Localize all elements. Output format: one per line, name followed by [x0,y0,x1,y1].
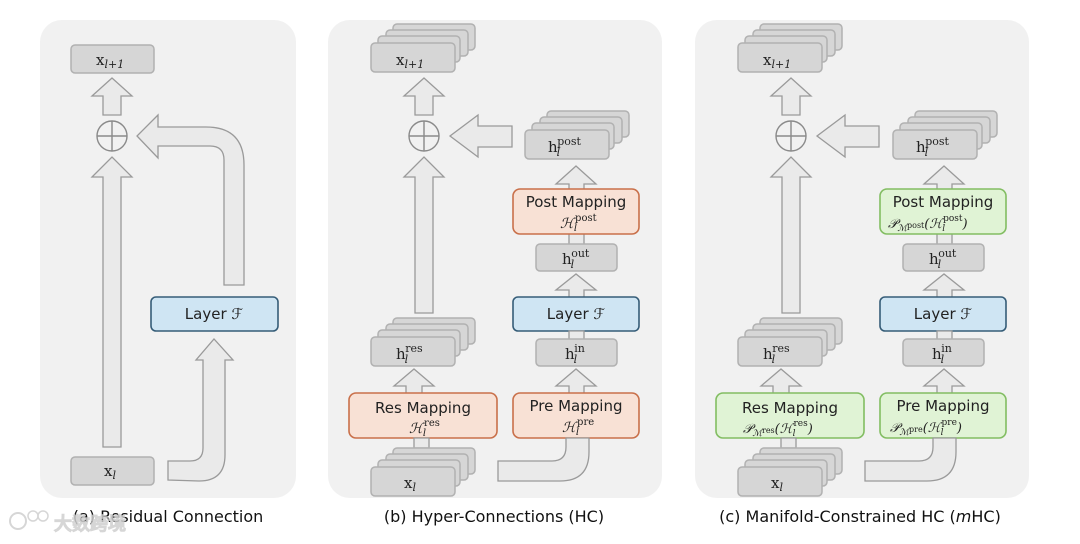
h-in-label: hlin [932,342,952,366]
post-mapping-title: Post Mapping [893,193,994,211]
input-node-label: xl [771,474,783,494]
arrow-input-to-res [780,437,797,449]
res-mapping-box: Res Mapping ℋlres [348,392,498,439]
panel-a-caption: (a) Residual Connection [73,507,264,526]
pre-mapping-title: Pre Mapping [897,397,990,415]
arrow-input-to-pre [864,437,957,482]
res-mapping-title: Res Mapping [742,399,838,417]
pre-mapping-box: Pre Mapping ℋlpre [512,392,640,439]
arrow-input-to-layer [167,338,235,482]
sum-icon [408,120,440,152]
res-mapping-formula: 𝒫ℳres(ℋlres) [743,419,813,439]
watermark-text: 大数跨境 [54,513,126,535]
h-res-label: hlres [396,342,423,366]
arrow-skip-identity [90,156,134,448]
output-node-label: xl+1 [396,51,424,71]
output-node-label: xl+1 [763,51,791,71]
sum-icon [775,120,807,152]
watermark: 大数跨境 [9,510,126,535]
res-mapping-formula: ℋlres [409,418,440,439]
h-post-label: hlpost [548,135,582,159]
post-mapping-box: Post Mapping 𝒫ℳpost(ℋlpost) [879,188,1007,235]
post-mapping-box: Post Mapping ℋlpost [512,188,640,235]
pre-mapping-title: Pre Mapping [530,397,623,415]
panel-a: xl+1 Layer ℱ xl (a) Residual Connection [40,20,296,526]
panel-b-caption: (b) Hyper-Connections (HC) [384,507,604,526]
output-node-label: xl+1 [96,51,124,71]
h-res-label: hlres [763,342,790,366]
h-post-label: hlpost [916,135,950,159]
arrow-up-output [402,77,446,116]
panel-c-caption: (c) Manifold-Constrained HC (mHC) [719,507,1001,526]
input-node-label: xl [404,474,416,494]
res-mapping-title: Res Mapping [375,399,471,417]
arrow-input-to-res [413,437,430,449]
layer-label: Layer ℱ [185,305,244,323]
input-node-stack: xl [370,447,476,497]
h-res-node-stack: hlres [737,317,843,367]
panel-c: xl+1 hlpost Post Mapping 𝒫ℳpost(ℋlpost) … [695,20,1029,526]
panel-b: xl+1 hlpost Post Mapping ℋlpost [328,20,662,526]
layer-label: Layer ℱ [914,305,973,323]
sum-icon [96,120,128,152]
arrow-input-to-pre [497,437,590,482]
output-node-stack: xl+1 [370,23,476,73]
arrow-post-to-sum [815,113,880,159]
layer-box: Layer ℱ [879,296,1007,332]
pre-mapping-formula: 𝒫ℳpre(ℋlpre) [890,418,962,438]
pre-mapping-box: Pre Mapping 𝒫ℳpre(ℋlpre) [879,392,1007,439]
output-node: xl+1 [70,44,155,74]
input-node-stack: xl [737,447,843,497]
h-post-node-stack: hlpost [524,110,630,160]
post-mapping-title: Post Mapping [526,193,627,211]
input-node: xl [70,456,155,486]
arrow-up-output [769,77,813,116]
post-mapping-formula: 𝒫ℳpost(ℋlpost) [888,214,968,234]
watermark-logo-icon [9,512,27,530]
arrow-up-output [90,77,134,116]
h-out-node: hlout [535,243,618,272]
arrow-layer-to-sum [136,113,245,286]
layer-box: Layer ℱ [150,296,279,332]
h-in-node: hlin [535,338,618,367]
h-res-node-stack: hlres [370,317,476,367]
arrow-skip-residual [769,156,813,314]
res-mapping-box: Res Mapping 𝒫ℳres(ℋlres) [715,392,865,439]
pre-mapping-formula: ℋlpre [562,417,594,438]
arrow-post-to-sum [448,113,513,159]
post-mapping-formula: ℋlpost [560,213,597,234]
input-node-label: xl [104,462,116,482]
h-post-node-stack: hlpost [892,110,998,160]
h-out-label: hlout [929,247,957,271]
output-node-stack: xl+1 [737,23,843,73]
layer-label: Layer ℱ [547,305,606,323]
h-in-node: hlin [902,338,985,367]
h-out-node: hlout [902,243,985,272]
h-in-label: hlin [565,342,585,366]
h-out-label: hlout [562,247,590,271]
layer-box: Layer ℱ [512,296,640,332]
panel-a-background [40,20,296,498]
arrow-skip-residual [402,156,446,314]
